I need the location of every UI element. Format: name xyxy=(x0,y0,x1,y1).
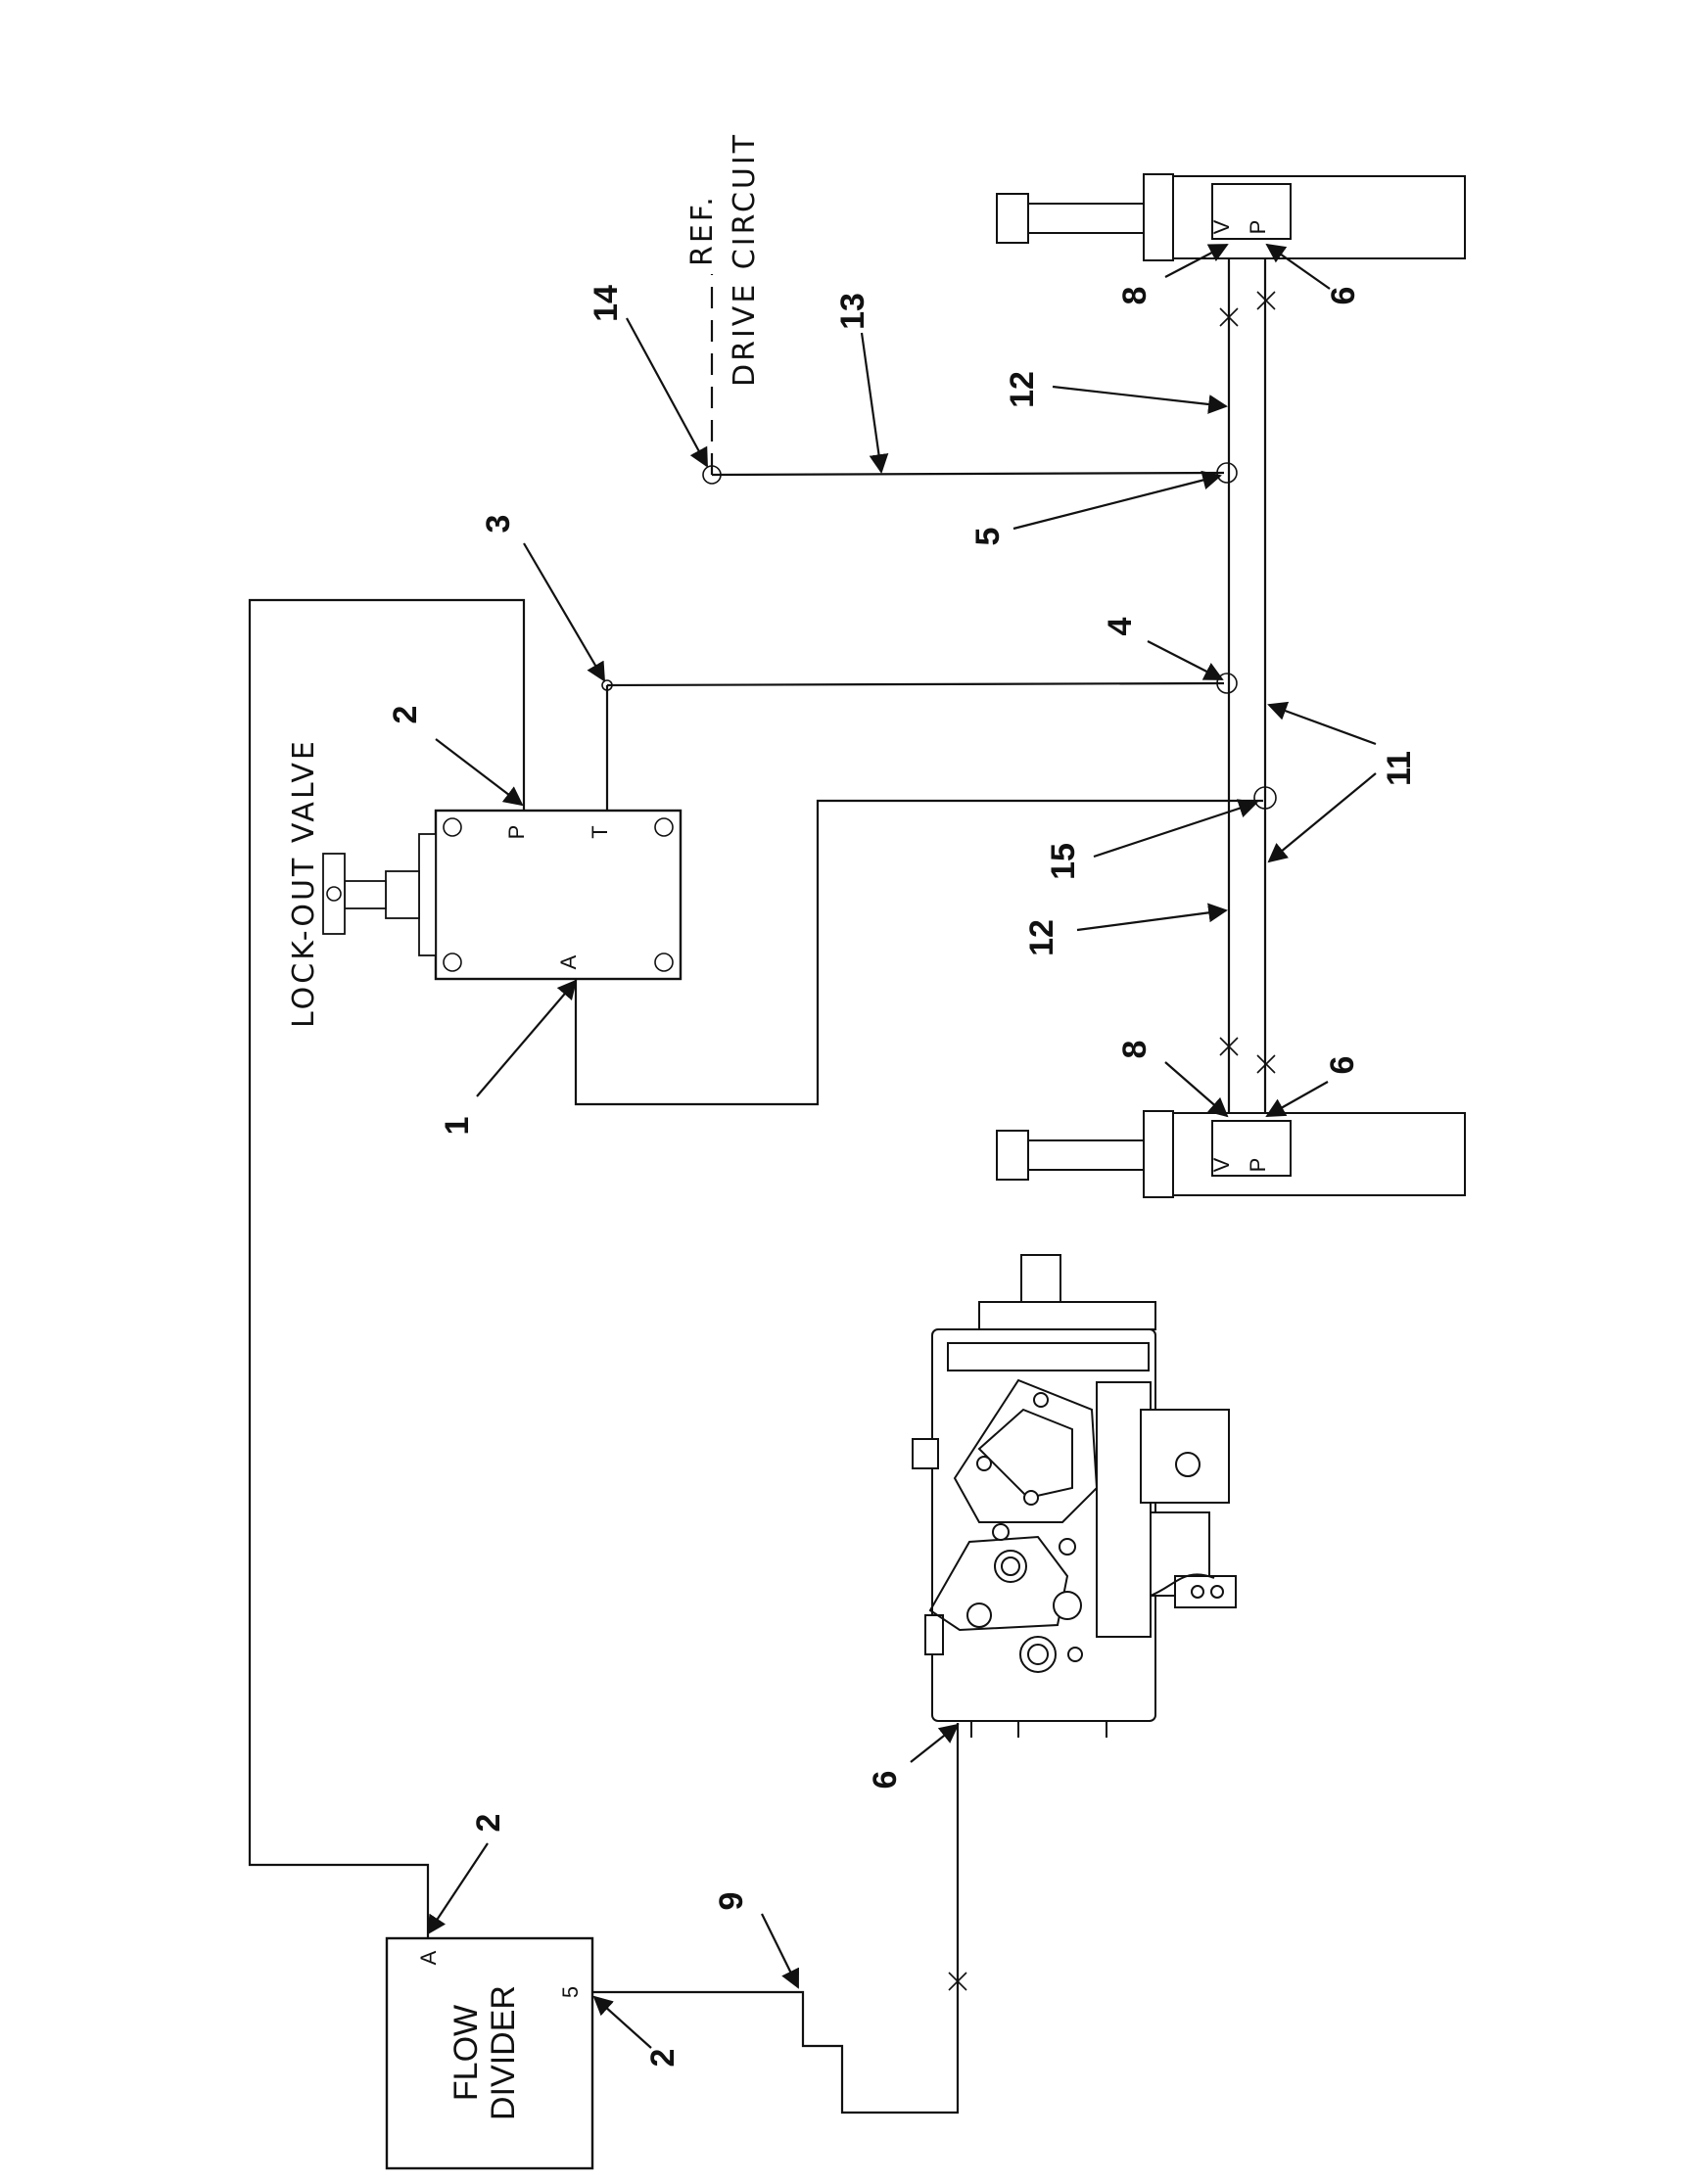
callout-8-top: 8 xyxy=(1116,287,1154,305)
valve-port-a: A xyxy=(556,954,581,969)
cyl-top-port-v: V xyxy=(1209,219,1234,234)
cylinder-bottom: V P xyxy=(996,1110,1466,1198)
note-ref: REF. xyxy=(685,194,720,266)
valve-port-p: P xyxy=(504,825,529,840)
callout-6-bottom: 6 xyxy=(1324,1056,1361,1075)
note-drive-circuit: DRIVE CIRCUIT xyxy=(728,132,762,387)
fitting-4 xyxy=(1216,673,1238,694)
flow-divider: FLOW DIVIDER A 5 xyxy=(385,1936,594,2170)
tee-3 xyxy=(601,679,613,691)
callout-1: 1 xyxy=(439,1117,476,1136)
line-tee-to-fitting-4 xyxy=(606,681,1225,687)
cylinder-top: V P xyxy=(996,173,1466,261)
callouts: 1 2 3 4 5 6 6 6 8 8 9 11 12 xyxy=(387,243,1418,2068)
callout-5: 5 xyxy=(969,528,1007,546)
line-13 xyxy=(711,471,1225,477)
callout-14: 14 xyxy=(588,285,625,322)
valve-body xyxy=(434,809,683,981)
callout-15: 15 xyxy=(1045,843,1082,880)
hydraulic-lines xyxy=(248,240,1277,2114)
flow-divider-port-5: 5 xyxy=(558,1986,583,1998)
lock-out-valve: P T A xyxy=(322,809,683,981)
callout-13: 13 xyxy=(834,293,871,330)
flow-divider-box xyxy=(385,1936,594,2170)
callout-8-bottom: 8 xyxy=(1116,1041,1154,1059)
callout-9: 9 xyxy=(713,1892,750,1911)
callout-2-flow-a: 2 xyxy=(470,1814,507,1833)
callout-3: 3 xyxy=(480,515,517,534)
line-valve-a-to-fitting-15 xyxy=(574,799,1263,1106)
callout-6-top: 6 xyxy=(1325,287,1362,305)
note-lockout-valve: LOCK-OUT VALVE xyxy=(287,738,321,1028)
flow-divider-port-a: A xyxy=(416,1950,441,1965)
cut-marks xyxy=(948,291,1276,1991)
callout-11: 11 xyxy=(1381,751,1418,786)
callout-4: 4 xyxy=(1102,617,1139,635)
cyl-top-port-p: P xyxy=(1246,220,1270,235)
cyl-bottom-port-v: V xyxy=(1209,1157,1234,1172)
fitting-15 xyxy=(1253,786,1277,810)
valve-port-t: T xyxy=(588,825,612,838)
fitting-14 xyxy=(702,465,722,485)
callout-12-top: 12 xyxy=(1004,371,1041,408)
callout-6-pump: 6 xyxy=(867,1771,904,1789)
cyl-bottom-port-p: P xyxy=(1246,1158,1270,1173)
line-flow-divider-a-to-valve-p xyxy=(248,598,526,1938)
callout-2-valve: 2 xyxy=(387,706,424,724)
notes: LOCK-OUT VALVE REF. DRIVE CIRCUIT xyxy=(287,132,762,1028)
pump-illustration xyxy=(912,1254,1237,1738)
flow-divider-line1: FLOW xyxy=(447,2005,485,2101)
callout-2-flow-5: 2 xyxy=(644,2049,682,2068)
callout-12-bottom: 12 xyxy=(1023,919,1060,956)
line-9 xyxy=(588,1723,960,2114)
flow-divider-line2: DIVIDER xyxy=(485,1985,522,2120)
